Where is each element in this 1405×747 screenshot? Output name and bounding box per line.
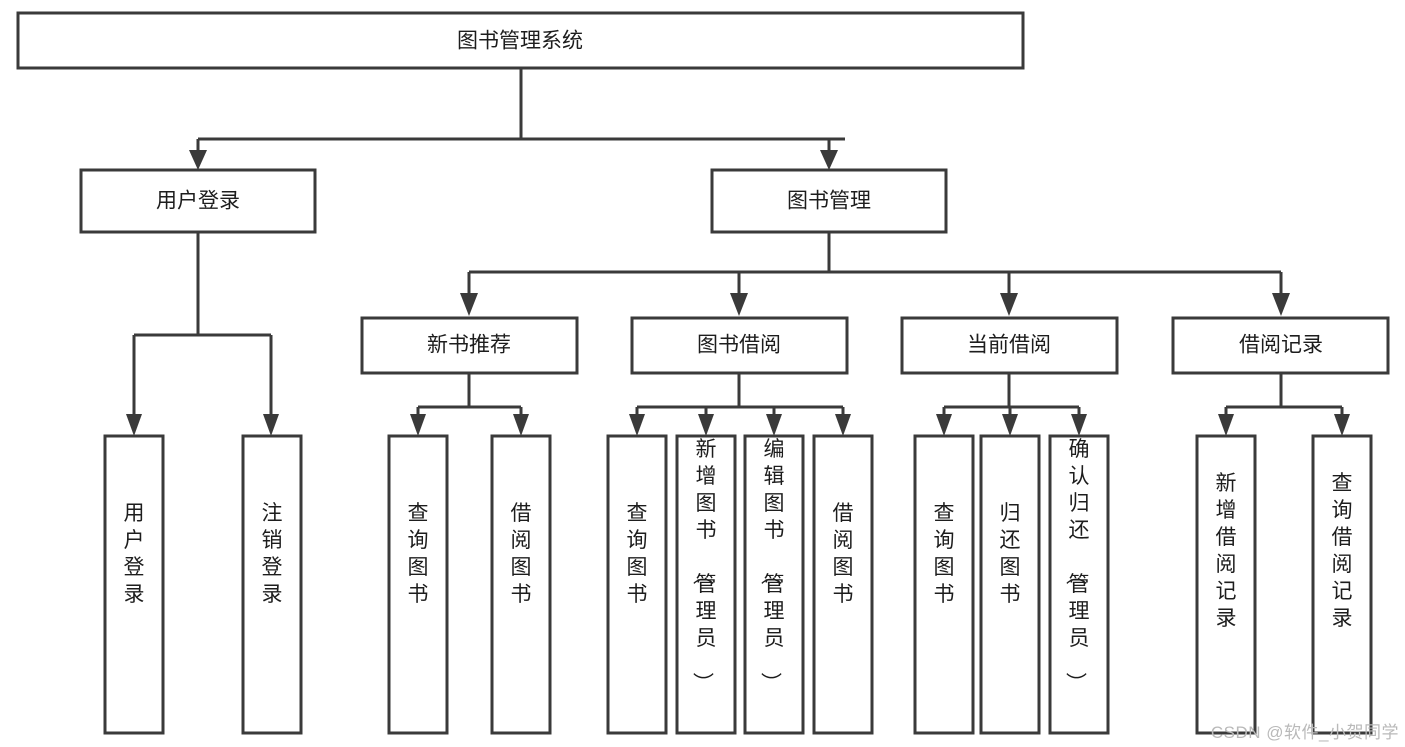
arrowhead-leaf-logout-login [263,414,279,436]
leaf-borrow-book-2-box[interactable] [812,434,874,735]
arrowhead-leaf-query-borrow-record [1334,414,1350,436]
leaf-add-book-admin-label: 新增图书（管理员） [691,438,717,693]
node-new-book-recommend-label: 新书推荐 [427,334,511,357]
leaf-return-book[interactable]: 归还图书 [979,434,1041,735]
leaf-query-book-1-label: 查询图书 [408,502,429,606]
leaf-query-book-3[interactable]: 查询图书 [913,434,975,735]
arrowhead-leaf-confirm-return-admin [1071,414,1087,436]
connector-layer [126,68,1350,436]
arrowhead-leaf-query-book-2 [629,414,645,436]
leaf-query-book-1[interactable]: 查询图书 [387,434,449,735]
arrowhead-new-book-recommend [460,293,478,316]
leaf-query-book-2-box[interactable] [606,434,668,735]
arrowhead-book-borrow [730,293,748,316]
leaf-logout-login-label: 注销登录 [262,502,283,606]
node-user-login-box[interactable] [79,168,317,234]
node-user-login-label: 用户登录 [156,190,240,213]
leaf-borrow-book-2-label: 借阅图书 [833,502,854,606]
leaf-edit-book-admin-label: 编辑图书（管理员） [759,438,785,693]
node-current-borrow[interactable]: 当前借阅 [900,316,1119,375]
leaf-edit-book-admin[interactable]: 编辑图书（管理员） [743,434,805,735]
node-root-label: 图书管理系统 [457,30,583,53]
node-current-borrow-box[interactable] [900,316,1119,375]
arrowhead-leaf-return-book [1002,414,1018,436]
node-book-manage-label: 图书管理 [787,190,871,213]
csdn-watermark: CSDN @软件_小贺同学 [1210,723,1399,742]
leaf-borrow-book-1-label: 借阅图书 [511,502,532,606]
leaf-add-borrow-record[interactable]: 新增借阅记录 [1195,434,1257,735]
leaf-query-book-2[interactable]: 查询图书 [606,434,668,735]
node-new-book-recommend[interactable]: 新书推荐 [360,316,579,375]
leaf-query-borrow-record[interactable]: 查询借阅记录 [1311,434,1373,735]
node-book-borrow-label: 图书借阅 [697,334,781,357]
leaf-query-book-2-label: 查询图书 [627,502,648,606]
arrowhead-leaf-add-book-admin [698,414,714,436]
node-user-login[interactable]: 用户登录 [79,168,317,234]
node-new-book-recommend-box[interactable] [360,316,579,375]
leaf-logout-login-box[interactable] [241,434,303,735]
leaf-user-login-label: 用户登录 [124,502,145,606]
arrowhead-leaf-borrow-book-1 [513,414,529,436]
arrowhead-current-borrow [1000,293,1018,316]
leaf-return-book-label: 归还图书 [1000,502,1021,606]
arrowhead-leaf-borrow-book-2 [835,414,851,436]
leaf-add-borrow-record-box[interactable] [1195,434,1257,735]
node-borrow-record-box[interactable] [1171,316,1390,375]
node-borrow-record[interactable]: 借阅记录 [1171,316,1390,375]
arrowhead-user-login [189,150,207,170]
node-root[interactable]: 图书管理系统 [16,11,1025,70]
leaf-logout-login[interactable]: 注销登录 [241,434,303,735]
node-root-box[interactable] [16,11,1025,70]
arrowhead-leaf-add-borrow-record [1218,414,1234,436]
leaf-edit-book-admin-box[interactable] [743,434,805,735]
leaf-query-book-3-label: 查询图书 [934,502,955,606]
leaf-add-book-admin-box[interactable] [675,434,737,735]
leaf-return-book-box[interactable] [979,434,1041,735]
leaf-user-login-box[interactable] [103,434,165,735]
node-borrow-record-label: 借阅记录 [1239,334,1323,357]
leaf-add-book-admin[interactable]: 新增图书（管理员） [675,434,737,735]
leaf-query-book-1-box[interactable] [387,434,449,735]
leaf-query-borrow-record-label: 查询借阅记录 [1332,472,1353,630]
leaf-borrow-book-1-box[interactable] [490,434,552,735]
leaf-user-login[interactable]: 用户登录 [103,434,165,735]
arrowhead-leaf-edit-book-admin [766,414,782,436]
leaf-borrow-book-2[interactable]: 借阅图书 [812,434,874,735]
node-book-manage-box[interactable] [710,168,948,234]
leaf-borrow-book-1[interactable]: 借阅图书 [490,434,552,735]
node-book-borrow-box[interactable] [630,316,849,375]
leaf-confirm-return-admin[interactable]: 确认归还（管理员） [1048,434,1110,735]
arrowhead-leaf-user-login [126,414,142,436]
leaf-confirm-return-admin-label: 确认归还（管理员） [1064,438,1090,693]
node-current-borrow-label: 当前借阅 [967,334,1051,357]
node-book-borrow[interactable]: 图书借阅 [630,316,849,375]
leaf-confirm-return-admin-box[interactable] [1048,434,1110,735]
node-book-manage[interactable]: 图书管理 [710,168,948,234]
leaf-query-book-3-box[interactable] [913,434,975,735]
arrowhead-book-manage [820,150,838,170]
arrowhead-borrow-record [1272,293,1290,316]
arrowhead-leaf-query-book-1 [410,414,426,436]
arrowhead-leaf-query-book-3 [936,414,952,436]
leaf-query-borrow-record-box[interactable] [1311,434,1373,735]
leaf-add-borrow-record-label: 新增借阅记录 [1216,472,1237,630]
